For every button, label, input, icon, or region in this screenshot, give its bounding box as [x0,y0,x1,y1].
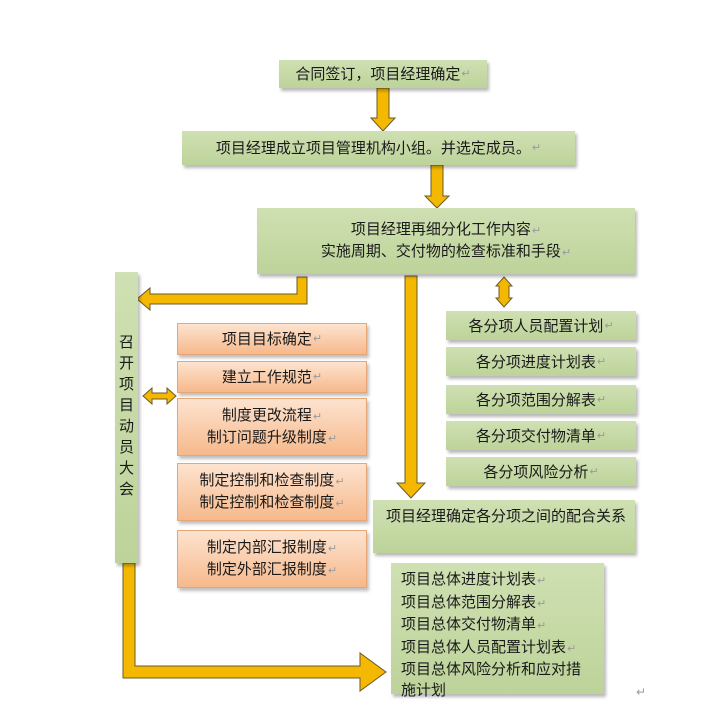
paragraph-mark-icon: ↵ [335,497,345,510]
sub-plan-box: 各分项进度计划表↵ [446,347,636,376]
sub-plan-text: 各分项范围分解表 [475,390,596,409]
paragraph-mark-icon: ↵ [636,685,647,699]
sub-plan-box: 各分项人员配置计划↵ [446,311,636,340]
paragraph-mark-icon: ↵ [327,432,338,445]
overall-plans-box: 项目总体进度计划表↵ 项目总体范围分解表↵ 项目总体交付物清单↵ 项目总体人员配… [391,563,604,699]
arrow-refine-to-coordinate [395,275,427,499]
paragraph-mark-icon: ↵ [589,464,599,478]
step-contract-box: 合同签订，项目经理确定↵ [279,60,487,88]
paragraph-mark-icon: ↵ [604,318,614,332]
step-refine-line-2: 实施周期、交付物的检查标准和手段 [320,242,561,260]
kickoff-meeting-box: 召 开 项 目 动 员 大 会 [115,272,138,563]
paragraph-mark-icon: ↵ [312,370,323,383]
sub-plan-box: 各分项交付物清单↵ [446,421,636,450]
paragraph-mark-icon: ↵ [596,428,607,442]
kickoff-char: 目 [118,396,134,414]
kickoff-char: 开 [118,354,134,372]
arrow-refine-sub-plans [494,276,514,308]
paragraph-mark-icon: ↵ [312,332,323,345]
paragraph-mark-icon: ↵ [537,574,547,587]
kickoff-char: 大 [118,459,134,477]
kickoff-char: 项 [118,375,134,393]
meeting-item-box: 制度更改流程↵ 制订问题升级制度↵ [177,398,367,456]
sub-plan-text: 各分项风险分析 [483,462,589,481]
overall-plan-line: 项目总体进度计划表 [401,570,537,588]
paragraph-mark-icon: ↵ [596,392,607,406]
arrow-kickoff-to-overall [122,562,387,692]
arrow-contract-to-team [369,87,397,132]
paragraph-mark-icon: ↵ [561,246,572,259]
kickoff-char: 会 [118,480,134,498]
overall-plan-line: 项目总体范围分解表 [401,592,537,611]
step-refine-box: 项目经理再细分化工作内容↵ 实施周期、交付物的检查标准和手段↵ [257,208,635,274]
paragraph-mark-icon: ↵ [537,596,547,610]
paragraph-mark-icon: ↵ [327,542,338,555]
meeting-item-line: 项目目标确定 [221,330,312,348]
paragraph-mark-icon: ↵ [335,475,345,488]
sub-plan-box: 各分项风险分析↵ [446,457,636,486]
sub-plan-text: 各分项人员配置计划 [468,316,604,335]
step-team-text: 项目经理成立项目管理机构小组。并选定成员。 [215,139,531,157]
step-contract-text: 合同签订，项目经理确定 [295,65,461,83]
paragraph-mark-icon: ↵ [567,641,577,655]
meeting-item-line: 制定控制和检查制度 [199,471,335,489]
paragraph-mark-icon: ↵ [531,224,542,237]
meeting-item-box: 项目目标确定↵ [177,323,367,355]
arrow-refine-to-kickoff [136,276,308,312]
overall-plan-line: 项目总体人员配置计划表 [401,637,567,656]
meeting-item-line: 建立工作规范 [221,368,312,386]
sub-plan-box: 各分项范围分解表↵ [446,385,636,414]
kickoff-char: 召 [118,333,134,351]
sub-plan-text: 各分项进度计划表 [475,352,596,371]
paragraph-mark-icon: ↵ [312,410,323,423]
paragraph-mark-icon: ↵ [596,354,607,368]
overall-plan-line: 项目总体风险分析和应对措施计划 [401,660,582,699]
meeting-item-line: 制订问题升级制度 [206,428,327,446]
paragraph-mark-icon: ↵ [537,619,547,632]
paragraph-mark-icon: ↵ [531,141,542,154]
step-refine-line-1: 项目经理再细分化工作内容 [350,220,531,238]
kickoff-char: 动 [118,417,134,435]
step-team-box: 项目经理成立项目管理机构小组。并选定成员。↵ [182,131,575,165]
meeting-item-line: 制定外部汇报制度 [206,560,327,578]
arrow-team-to-refine [423,164,451,209]
paragraph-mark-icon: ↵ [461,67,471,80]
meeting-item-box: 制定控制和检查制度↵ 制定控制和检查制度↵ [177,463,367,521]
meeting-item-line: 制度更改流程 [221,406,312,424]
step-coordinate-box: 项目经理确定各分项之间的配合关系 [373,500,635,553]
meeting-item-box: 制定内部汇报制度↵ 制定外部汇报制度↵ [177,530,367,588]
paragraph-mark-icon: ↵ [327,564,338,577]
step-coordinate-text: 项目经理确定各分项之间的配合关系 [386,507,627,525]
meeting-item-line: 制定控制和检查制度 [199,493,335,511]
meeting-item-line: 制定内部汇报制度 [206,538,327,556]
sub-plan-text: 各分项交付物清单 [475,426,596,445]
kickoff-char: 员 [118,438,134,456]
overall-plan-line: 项目总体交付物清单 [401,615,537,633]
meeting-item-box: 建立工作规范↵ [177,361,367,393]
arrow-kickoff-meeting [142,386,177,406]
